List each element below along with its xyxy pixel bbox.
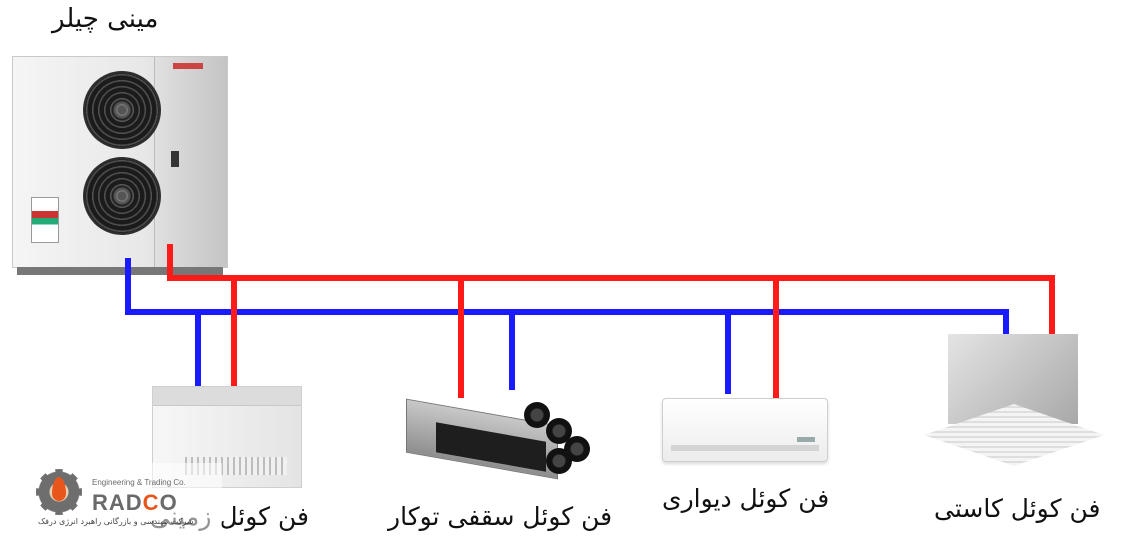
chiller-fan-top-grill bbox=[83, 71, 161, 149]
label-ducted-fan-coil: فن کوئل سقفی توکار bbox=[388, 502, 613, 531]
wall-unit-louver bbox=[671, 445, 819, 451]
return-pipe-main bbox=[125, 258, 1009, 342]
mini-chiller-image bbox=[12, 56, 228, 275]
wall-fan-coil-image bbox=[662, 398, 828, 462]
supply-pipe bbox=[167, 244, 1055, 398]
chiller-fan-top-icon bbox=[83, 71, 161, 149]
return-pipe bbox=[125, 258, 1009, 398]
radco-logo: Engineering & Trading Co. RADCO شرکت مهن… bbox=[0, 463, 222, 537]
chiller-fan-bottom-icon bbox=[83, 157, 161, 235]
supply-pipe-main bbox=[167, 244, 1055, 358]
ducted-fan-coil-image bbox=[396, 396, 592, 480]
duct-nozzle-icon bbox=[524, 402, 550, 428]
logo-wordmark: RADCO bbox=[92, 490, 178, 515]
floor-unit-top-grille bbox=[153, 387, 301, 406]
duct-nozzle-icon bbox=[546, 448, 572, 474]
chiller-side-panel bbox=[154, 57, 227, 267]
label-wall-fan-coil: فن کوئل دیواری bbox=[662, 484, 830, 513]
label-cassette-fan-coil: فن کوئل کاستی bbox=[934, 494, 1101, 523]
energy-label-sticker bbox=[31, 197, 59, 243]
chiller-title: مینی چیلر bbox=[52, 4, 159, 34]
logo-persian-subtitle: شرکت مهندسی و بازرگانی راهبرد انرژی درفک bbox=[38, 517, 194, 526]
cassette-fan-coil-image bbox=[924, 334, 1104, 474]
chiller-fan-bottom-grill bbox=[83, 157, 161, 235]
wall-unit-display bbox=[797, 437, 815, 442]
chiller-base bbox=[17, 267, 223, 275]
chiller-brand-badge bbox=[173, 63, 203, 69]
chiller-switch-icon bbox=[171, 151, 179, 167]
flame-icon bbox=[52, 477, 66, 501]
logo-english-subtitle: Engineering & Trading Co. bbox=[92, 478, 186, 487]
